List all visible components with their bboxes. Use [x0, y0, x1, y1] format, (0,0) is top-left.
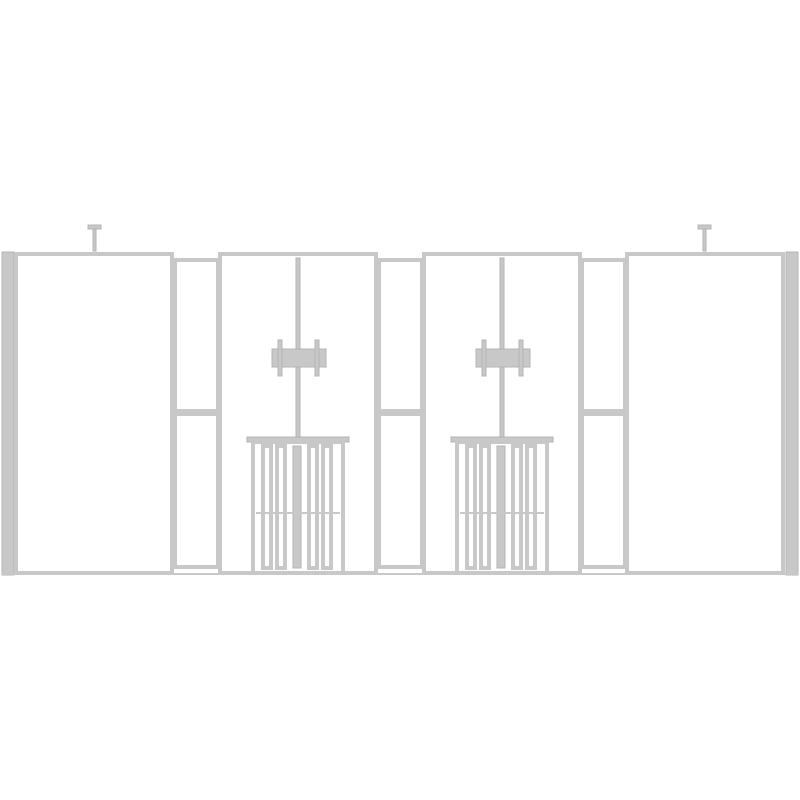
right-end-post: [785, 251, 799, 576]
tv-mount-bracket: [271, 348, 327, 368]
left-end-post: [1, 251, 15, 576]
counter-right: [450, 436, 554, 575]
spotlight-right: [697, 224, 712, 252]
narrow-panel-left: [173, 258, 220, 569]
tv-pole: [295, 257, 301, 439]
tv-panel-right: [422, 252, 582, 575]
narrow-panel-center: [377, 258, 424, 569]
tv-mount-bracket: [475, 348, 531, 368]
tv-pole: [499, 257, 505, 439]
spotlight-left: [87, 224, 102, 252]
tv-panel-left: [218, 252, 378, 575]
counter-left: [246, 436, 350, 575]
right-large-panel: [625, 252, 785, 575]
narrow-panel-right: [580, 258, 627, 569]
left-large-panel: [14, 252, 174, 575]
